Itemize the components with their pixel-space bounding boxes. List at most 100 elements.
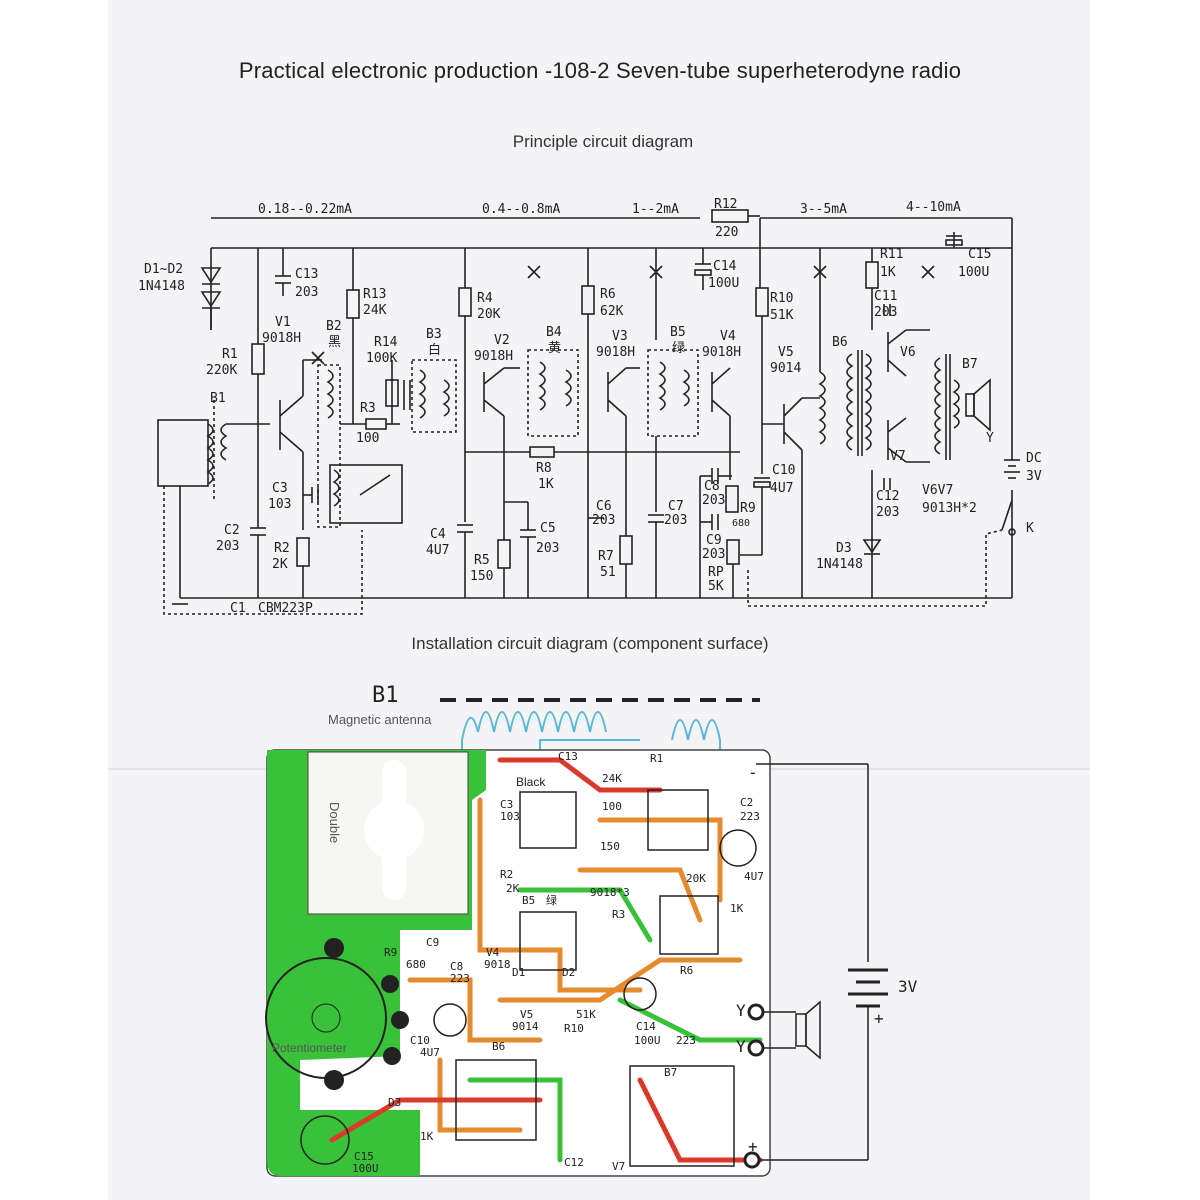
label-c2-val: 203 (216, 539, 239, 554)
pcb-c14: C14 (636, 1020, 656, 1033)
current-stage4: 3--5mA (800, 202, 847, 217)
label-v2-type: 9018H (474, 349, 513, 364)
pcb-b5c: 绿 (546, 893, 557, 907)
label-r11: R11 (880, 247, 903, 262)
label-b7: B7 (962, 357, 978, 372)
pcb-components (300, 789, 757, 1167)
label-c6: C6 (596, 499, 612, 514)
schematic-heading: Principle circuit diagram (512, 132, 694, 151)
label-dc-val: 3V (1026, 469, 1042, 484)
label-r14-val: 100K (366, 351, 397, 366)
pcb-c3: C3 (500, 798, 513, 811)
pcb-v9018: 9018*3 (590, 886, 630, 899)
label-v2: V2 (494, 333, 510, 348)
label-v4-type: 9018H (702, 345, 741, 360)
label-c14: C14 (713, 259, 737, 274)
label-v6v7: V6V7 (922, 483, 953, 498)
label-b4-color: 黄 (548, 341, 561, 356)
label-v7: V7 (890, 449, 906, 464)
label-c4: C4 (430, 527, 446, 542)
label-c6-val: 203 (592, 513, 615, 528)
label-c3-val: 103 (268, 497, 291, 512)
label-v3: V3 (612, 329, 628, 344)
label-k: K (1026, 521, 1034, 536)
pcb-c8: C8 (450, 960, 463, 973)
label-r12: R12 (714, 197, 737, 212)
label-c7: C7 (668, 499, 684, 514)
label-rp-val: 5K (708, 579, 724, 594)
tuning-slot (382, 760, 406, 900)
label-c13-val: 203 (295, 285, 318, 300)
label-c4-val: 4U7 (426, 543, 449, 558)
label-b1: B1 (210, 391, 226, 406)
current-stage5: 4--10mA (906, 200, 961, 215)
label-c1: C1 (230, 601, 246, 616)
pcb-r4: 20K (686, 872, 706, 885)
label-c12: C12 (876, 489, 899, 504)
pcb-r14: 100 (602, 800, 622, 813)
current-stage2: 0.4--0.8mA (482, 202, 560, 217)
pcb-r9: R9 (384, 946, 397, 959)
pcb-c4v: 4U7 (744, 870, 764, 883)
label-c9-val: 203 (702, 547, 725, 562)
label-v5-type: 9014 (770, 361, 801, 376)
label-v1-type: 9018H (262, 331, 301, 346)
label-r8: R8 (536, 461, 552, 476)
label-r13: R13 (363, 287, 386, 302)
label-r5: R5 (474, 553, 490, 568)
label-v6v7-type: 9013H*2 (922, 501, 977, 516)
battery-voltage: 3V (898, 977, 918, 996)
speaker-y1: Y (736, 1001, 746, 1020)
battery-minus: - (748, 763, 758, 782)
pcb-r10: R10 (564, 1022, 584, 1035)
current-stage3: 1--2mA (632, 202, 679, 217)
label-v5: V5 (778, 345, 794, 360)
pcb-r3: R3 (612, 908, 625, 921)
pcb-c12: C12 (564, 1156, 584, 1169)
label-c14-val: 100U (708, 276, 739, 291)
pcb-b5: B5 (522, 894, 535, 907)
pcb-heading: Installation circuit diagram (component … (411, 634, 769, 653)
label-c8: C8 (704, 479, 720, 494)
label-r6-val: 62K (600, 304, 624, 319)
battery-plus: + (874, 1009, 884, 1028)
double-label: Double (327, 802, 342, 843)
battery-wiring (743, 763, 888, 1169)
pcb-c13: C13 (558, 750, 578, 763)
label-v3-type: 9018H (596, 345, 635, 360)
label-c15-val: 100U (958, 265, 989, 280)
pcb-d2: D2 (562, 966, 575, 979)
label-v4: V4 (720, 329, 736, 344)
potentiometer-pads (324, 938, 409, 1090)
pcb-b7: B7 (664, 1066, 677, 1079)
label-r11-val: 1K (880, 265, 896, 280)
label-r8-val: 1K (538, 477, 554, 492)
current-stage1: 0.18--0.22mA (258, 202, 352, 217)
pcb-d1: D1 (512, 966, 525, 979)
label-b3-color: 白 (428, 342, 441, 358)
pcb-v5: V5 (520, 1008, 533, 1021)
board-plus: + (748, 1137, 758, 1156)
label-b6: B6 (832, 335, 848, 350)
pcb-c3v: 103 (500, 810, 520, 823)
label-r1-val: 220K (206, 363, 237, 378)
page-title: Practical electronic production -108-2 S… (238, 58, 962, 83)
label-c1-type: CBM223P (258, 601, 313, 616)
pcb-c2v: 223 (740, 810, 760, 823)
pcb-v7: V7 (612, 1160, 625, 1173)
pcb-r2: R2 (500, 868, 513, 881)
label-c11-val: 203 (874, 305, 897, 320)
label-c11: C11 (874, 289, 897, 304)
label-r14: R14 (374, 335, 398, 350)
speaker-y2: Y (736, 1037, 746, 1056)
pcb-c8v: 223 (450, 972, 470, 985)
pcb-r9v: 680 (406, 958, 426, 971)
label-d1d2-type: 1N4148 (138, 279, 185, 294)
pcb-c10v: 4U7 (420, 1046, 440, 1059)
label-r9-val: 680 (732, 518, 750, 529)
potentiometer-label: Potentiometer (272, 1041, 347, 1055)
black-label: Black (516, 775, 546, 789)
pcb-r6: R6 (680, 964, 693, 977)
pcb-r1: R1 (650, 752, 663, 765)
